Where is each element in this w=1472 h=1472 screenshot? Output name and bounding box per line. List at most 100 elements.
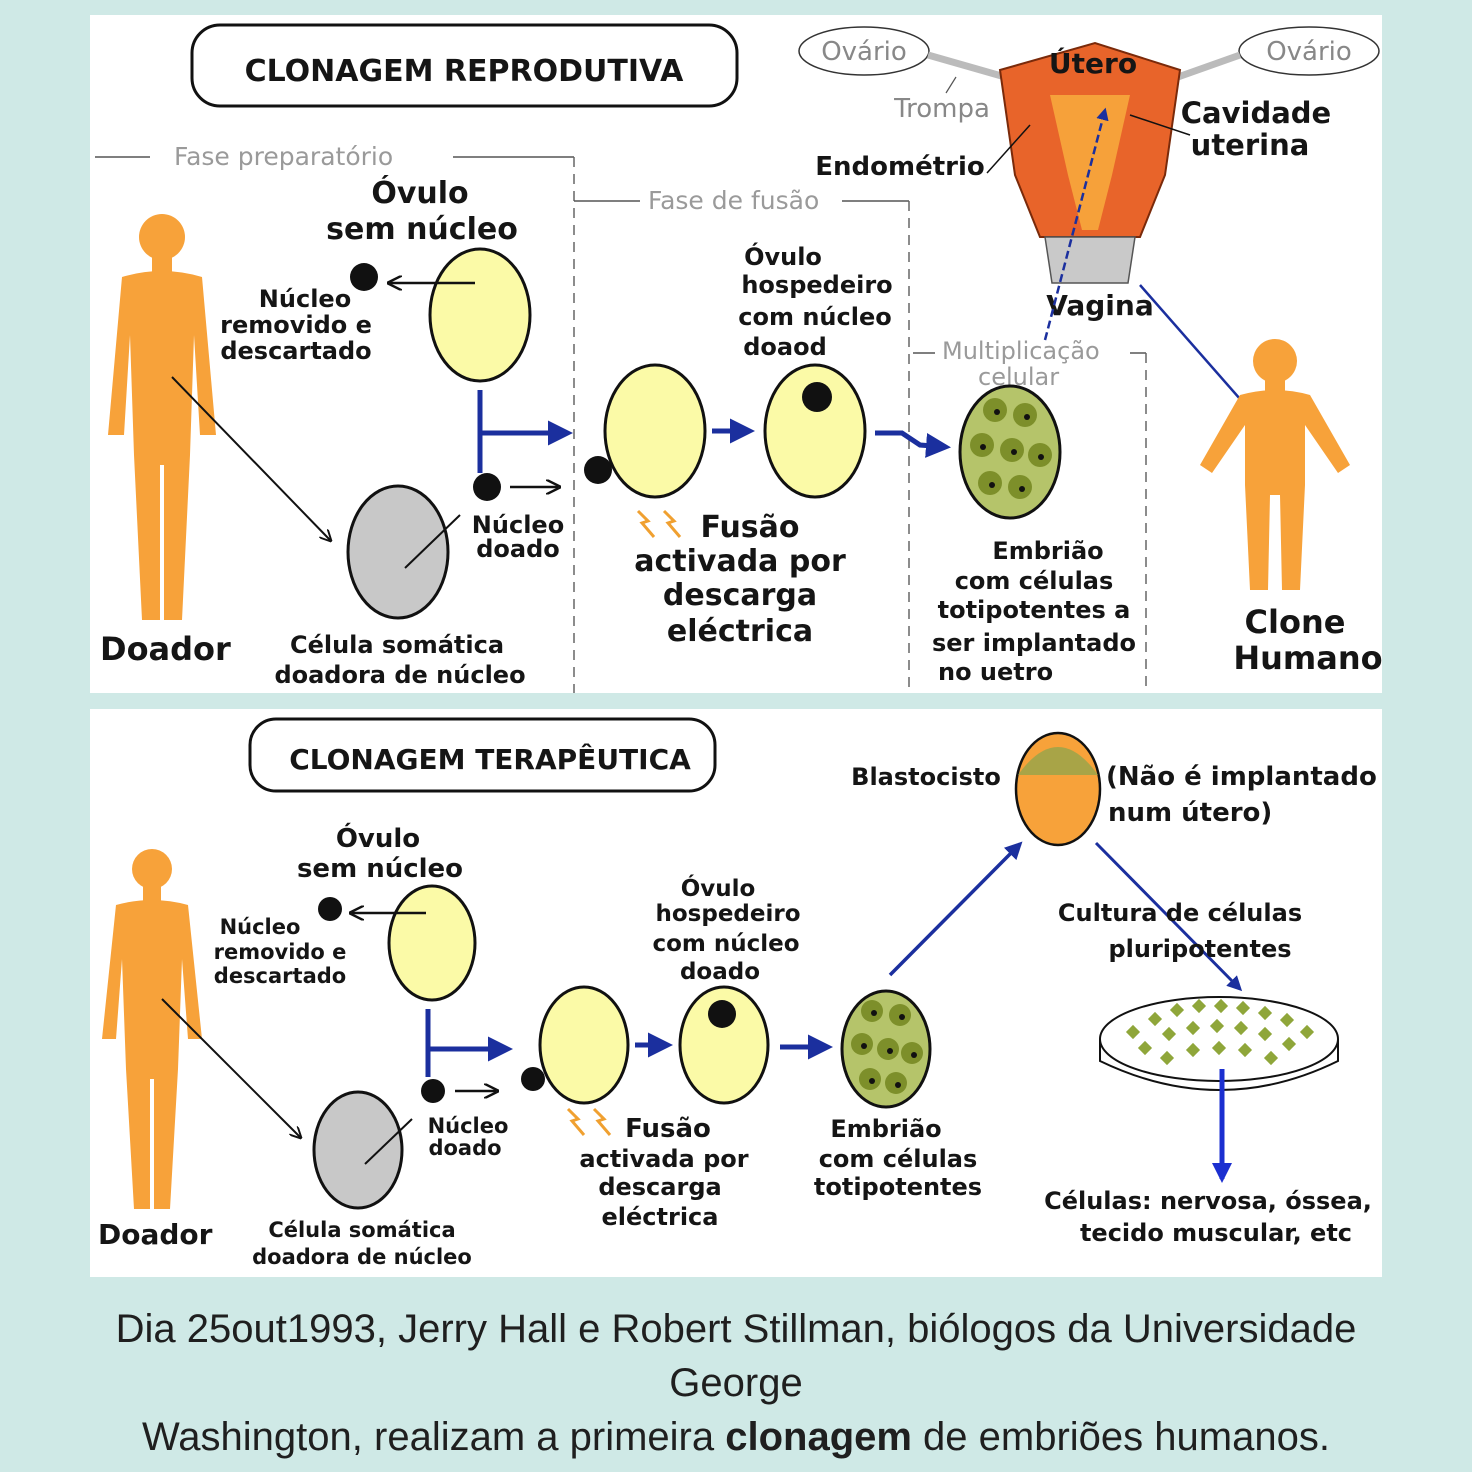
ovary-right <box>1238 26 1380 76</box>
host-ovum-label: Óvulo <box>681 874 756 902</box>
uterus-diagram: Ovário Ovário Útero Trompa Cavidade uter… <box>798 26 1380 441</box>
flow-arrow <box>1094 841 1243 992</box>
embryo-label: ser implantado <box>932 629 1136 657</box>
flow-arrow <box>888 841 1023 977</box>
removed-nucleus-label: removido e <box>214 940 347 964</box>
somatic-cell-label: doadora de núcleo <box>274 661 525 689</box>
lightning-icon <box>566 1107 612 1136</box>
removed-nucleus-label: descartado <box>214 964 346 988</box>
ovum-fusion <box>603 363 707 499</box>
donated-nucleus-label: doado <box>476 535 560 563</box>
host-ovum <box>763 363 867 499</box>
endometrium-label: Endométrio <box>815 152 985 182</box>
host-ovum <box>678 985 770 1105</box>
host-nucleus <box>802 382 832 412</box>
fusion-label: descarga <box>598 1173 721 1201</box>
title-box <box>190 23 739 108</box>
donated-nucleus-label: Núcleo <box>428 1114 509 1138</box>
donor-figure <box>108 214 216 620</box>
tube-label: Trompa <box>893 94 990 124</box>
host-ovum-label: doaod <box>743 333 827 361</box>
removed-nucleus <box>318 897 342 921</box>
embryo-label: com células <box>819 1145 978 1173</box>
somatic-cell <box>346 484 450 620</box>
phase-multiplication-label: Multiplicação <box>942 337 1100 365</box>
fallopian-tube <box>927 51 1006 81</box>
donated-nucleus <box>473 473 501 501</box>
donated-nucleus <box>421 1079 445 1103</box>
blastocyst-label: Blastocisto <box>851 763 1001 791</box>
caption-text: de embriões humanos. <box>911 1415 1330 1459</box>
somatic-cell <box>312 1090 404 1210</box>
caption-line: Washington, realizam a primeira clonagem… <box>60 1410 1412 1464</box>
vagina <box>1044 236 1136 284</box>
caption-line: Dia 25out1993, Jerry Hall e Robert Still… <box>115 1307 1357 1405</box>
not-implanted-label: (Não é implantado <box>1106 762 1377 792</box>
reproductive-cloning-panel: CLONAGEM REPRODUTIVA Fase preparatório F… <box>90 15 1382 693</box>
ovary-right-label: Ovário <box>1266 37 1352 67</box>
not-implanted-label: num útero) <box>1108 798 1272 828</box>
nucleus-fusion <box>584 456 612 484</box>
cavity-label: Cavidade <box>1181 96 1331 130</box>
fusion-label: Fusão <box>625 1114 711 1144</box>
removed-nucleus-label: descartado <box>220 337 371 365</box>
ovum-without-nucleus <box>428 247 532 383</box>
caption: Dia 25out1993, Jerry Hall e Robert Still… <box>60 1302 1412 1464</box>
phase-preparatory-label: Fase preparatório <box>174 142 393 171</box>
combine-arrow <box>477 390 568 473</box>
somatic-cell-label: doadora de núcleo <box>252 1245 472 1269</box>
ovum-fusion <box>538 985 630 1105</box>
donor-figure <box>102 849 202 1209</box>
embryo-label: totipotentes a <box>938 596 1131 624</box>
donor-label: Doador <box>98 1218 213 1251</box>
implantation-arrow <box>1043 107 1109 341</box>
fusion-label: activada por <box>634 544 846 579</box>
ovum-label: Óvulo <box>371 174 468 211</box>
embryo-label: com células <box>955 567 1114 595</box>
host-ovum-label: hospedeiro <box>741 271 892 299</box>
somatic-cell-label: Célula somática <box>290 631 504 659</box>
donated-nucleus-label: Núcleo <box>472 511 564 539</box>
flow-arrow <box>875 430 951 458</box>
uterine-cavity <box>1050 95 1130 230</box>
embryo-label: Embrião <box>830 1115 941 1143</box>
cell-culture <box>1125 998 1315 1066</box>
vagina-label: Vagina <box>1046 289 1154 322</box>
panel-title: CLONAGEM TERAPÊUTICA <box>289 742 691 776</box>
phase-fusion-label: Fase de fusão <box>648 186 819 215</box>
culture-label: Cultura de células <box>1058 899 1302 927</box>
ovum-without-nucleus <box>387 884 477 1002</box>
therapeutic-diagram: CLONAGEM TERAPÊUTICA Doador Óvulo sem nú… <box>98 717 1377 1269</box>
caption-text: Washington, realizam a primeira <box>142 1415 726 1459</box>
title-box <box>248 717 717 793</box>
clone-label: Clone <box>1245 603 1346 641</box>
donated-nucleus-label: doado <box>428 1136 501 1160</box>
removed-nucleus-label: Núcleo <box>259 285 351 313</box>
clone-label: Humano <box>1233 639 1382 677</box>
host-ovum-label: doado <box>680 959 760 985</box>
fusion-label: activada por <box>579 1145 748 1173</box>
host-ovum-label: Óvulo <box>744 241 822 271</box>
lightning-icon <box>636 509 682 538</box>
somatic-cell-label: Célula somática <box>268 1218 455 1242</box>
ovary-left-label: Ovário <box>821 37 907 67</box>
culture-label: pluripotentes <box>1108 935 1291 963</box>
fusion-label: eléctrica <box>602 1203 719 1231</box>
therapeutic-cloning-panel: CLONAGEM TERAPÊUTICA Doador Óvulo sem nú… <box>90 709 1382 1277</box>
cell-types-label: tecido muscular, etc <box>1080 1219 1352 1247</box>
cavity-label: uterina <box>1191 128 1310 162</box>
embryo-label: Embrião <box>992 537 1103 565</box>
host-ovum-label: com núcleo <box>652 931 799 957</box>
panel-title: CLONAGEM REPRODUTIVA <box>245 54 685 89</box>
combine-arrow <box>425 1009 508 1077</box>
ovum-label: sem núcleo <box>326 212 518 247</box>
removed-nucleus-label: removido e <box>220 311 372 339</box>
donor-label: Doador <box>100 630 231 668</box>
reproductive-diagram: CLONAGEM REPRODUTIVA Fase preparatório F… <box>95 23 1382 693</box>
host-nucleus <box>708 1000 736 1028</box>
host-ovum-label: hospedeiro <box>655 901 800 927</box>
embryo-label: totipotentes <box>814 1173 982 1201</box>
caption-bold-text: clonagem <box>725 1415 912 1459</box>
cell-types-label: Células: nervosa, óssea, <box>1044 1187 1372 1215</box>
ovary-left <box>798 26 930 76</box>
